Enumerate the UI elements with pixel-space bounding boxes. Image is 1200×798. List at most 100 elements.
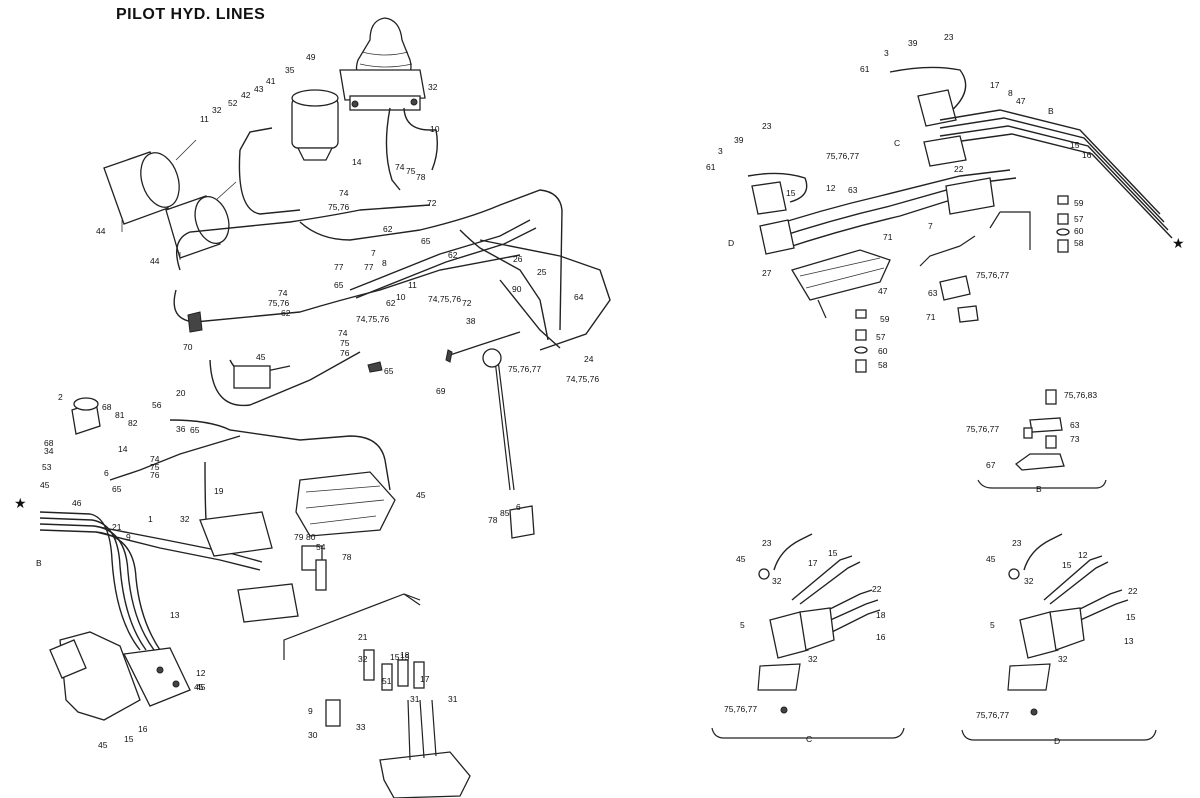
callout-label: 62 — [281, 308, 291, 318]
callout-label: 75,76,77 — [966, 424, 999, 434]
callout-label: 32 — [358, 654, 368, 664]
callout-label: 27 — [762, 268, 772, 278]
callout-label: 33 — [356, 722, 366, 732]
callout-label: 32 — [1058, 654, 1068, 664]
callout-label: 23 — [762, 538, 772, 548]
callout-label: 75,76,77 — [976, 710, 1009, 720]
callout-label: 18 — [400, 650, 410, 660]
callout-label: 2 — [58, 392, 63, 402]
callout-label: 71 — [926, 312, 936, 322]
callout-label: 23 — [944, 32, 954, 42]
callout-label: 5 — [740, 620, 745, 630]
callout-label: 79 — [294, 532, 304, 542]
callout-label: 10 — [430, 124, 440, 134]
callout-label: 15 — [1126, 612, 1136, 622]
callout-label: 74,75,76 — [428, 294, 461, 304]
detail-b — [977, 389, 1107, 489]
callout-label: 75,76,77 — [976, 270, 1009, 280]
callout-label: 47 — [878, 286, 888, 296]
star-marker-right: ★ — [1172, 235, 1185, 251]
callout-label: 57 — [1074, 214, 1084, 224]
callout-label: 31 — [448, 694, 458, 704]
callout-label: 45 — [40, 480, 50, 490]
callout-label: 30 — [308, 730, 318, 740]
callout-label: 65 — [112, 484, 122, 494]
callout-label: 16 — [1082, 150, 1092, 160]
callout-label: 45 — [986, 554, 996, 564]
callout-label: 41 — [266, 76, 276, 86]
callout-label: 49 — [306, 52, 316, 62]
callout-label: 74 — [278, 288, 288, 298]
callout-label: 65 — [334, 280, 344, 290]
callout-label: 75,76,77 — [724, 704, 757, 714]
callout-label: 77 — [334, 262, 344, 272]
callout-label: 35 — [285, 65, 295, 75]
callout-label: 32 — [212, 105, 222, 115]
callout-label: 78 — [488, 515, 498, 525]
callout-label: 65 — [384, 366, 394, 376]
callout-label: C — [806, 734, 812, 744]
detail-d — [961, 533, 1157, 741]
callout-label: 60 — [1074, 226, 1084, 236]
callout-label: 63 — [848, 185, 858, 195]
callout-label: 53 — [42, 462, 52, 472]
callout-label: 15 — [390, 652, 400, 662]
inset-valve-detail — [325, 649, 471, 798]
callout-label: 42 — [241, 90, 251, 100]
pressure-switch-icon — [71, 311, 535, 591]
callout-label: 46 — [72, 498, 82, 508]
callout-label: D — [728, 238, 734, 248]
callout-label: 73 — [1070, 434, 1080, 444]
callout-label: 75,76,83 — [1064, 390, 1097, 400]
callout-label: 61 — [706, 162, 716, 172]
callout-label: 6 — [516, 502, 521, 512]
callout-label: 68 — [102, 402, 112, 412]
callout-label: 65 — [421, 236, 431, 246]
callout-label: 21 — [112, 522, 122, 532]
callout-label: 6 — [104, 468, 109, 478]
callout-label: 13 — [170, 610, 180, 620]
callout-label: 10 — [396, 292, 406, 302]
callout-label: 32 — [1024, 576, 1034, 586]
callout-label: 15 — [828, 548, 838, 558]
callout-label: 16 — [876, 632, 886, 642]
callout-label: 62 — [448, 250, 458, 260]
callout-label: 38 — [466, 316, 476, 326]
callout-label: 22 — [954, 164, 964, 174]
callout-label: 72 — [462, 298, 472, 308]
callout-label: 75,76,77 — [826, 151, 859, 161]
callout-label: 71 — [883, 232, 893, 242]
callout-label: 45 — [416, 490, 426, 500]
callout-label: 70 — [183, 342, 193, 352]
callout-label: 63 — [1070, 420, 1080, 430]
callout-label: 44 — [96, 226, 106, 236]
callout-label: 75 — [340, 338, 350, 348]
callout-label: 75 — [406, 166, 416, 176]
callout-label: 63 — [928, 288, 938, 298]
callout-label: 68 — [44, 438, 54, 448]
pump-icon — [199, 471, 396, 623]
callout-label: 44 — [150, 256, 160, 266]
callout-label: 3 — [884, 48, 889, 58]
callout-label: 15 — [786, 188, 796, 198]
callout-label: 15 — [400, 652, 410, 662]
callout-label: 45 — [256, 352, 266, 362]
callout-label: 62 — [386, 298, 396, 308]
callout-label: 14 — [352, 157, 362, 167]
callout-label: 43 — [254, 84, 264, 94]
callout-label: 74,75,76 — [356, 314, 389, 324]
callout-label: 18 — [876, 610, 886, 620]
callout-label: 78 — [342, 552, 352, 562]
callout-label: 61 — [860, 64, 870, 74]
callout-label: 34 — [44, 446, 54, 456]
callout-label: 76 — [150, 470, 160, 480]
callout-label: 32 — [808, 654, 818, 664]
callout-label: 75,76,77 — [508, 364, 541, 374]
callout-label: 17 — [808, 558, 818, 568]
callout-label: 45 — [736, 554, 746, 564]
